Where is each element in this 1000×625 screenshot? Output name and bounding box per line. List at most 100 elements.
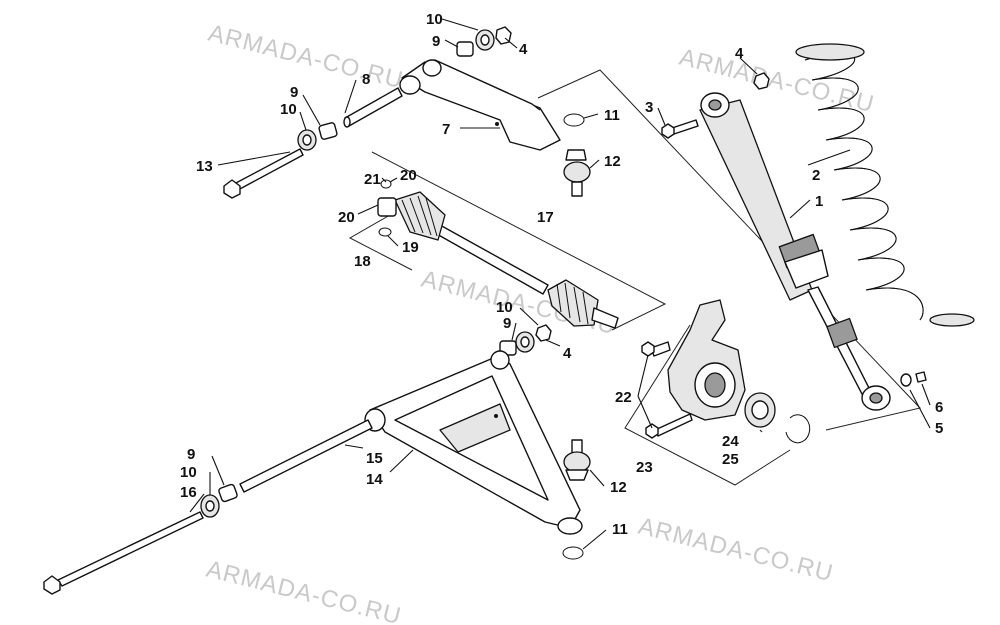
outer-cv-boot [547, 279, 599, 327]
callout-labels: 10 9 4 8 9 10 13 7 11 12 3 4 1 2 21 20 2… [180, 11, 943, 538]
callout-15: 15 [366, 450, 383, 467]
callout-8: 8 [362, 71, 370, 88]
callout-22: 22 [615, 389, 632, 406]
shock-bumper [826, 317, 858, 349]
shock-upper-eye-hole [708, 99, 722, 111]
watermark-bottom-left: ARMADA-CO.RU [204, 556, 405, 625]
upper-right-bushing-9 [456, 41, 474, 57]
shock-nut-4 [753, 72, 770, 90]
callout-16: 16 [180, 484, 197, 501]
lower-left-hardware [43, 483, 238, 595]
lower-ball-joint-body [563, 451, 591, 473]
upper-a-arm-body [401, 61, 561, 151]
knuckle-bolt-lower-head [645, 423, 659, 439]
wheel-bearing [744, 392, 811, 444]
bolt-16-head [43, 575, 61, 595]
upper-ball-joint-body [563, 161, 591, 183]
knuckle-bolt-upper-head [641, 341, 655, 357]
callout-12-bottom: 12 [610, 479, 627, 496]
boot-kit-frame [348, 214, 413, 271]
upper-a-arm-rear-bushing [422, 59, 442, 77]
callout-4-lower: 4 [563, 345, 572, 362]
bearing-24-inner [751, 400, 769, 420]
lower-a-arm-hole [494, 414, 498, 418]
lower-sleeve-tube [239, 419, 373, 493]
lower-a-arm [364, 350, 583, 535]
upper-right-hardware [456, 26, 512, 57]
callout-9-lower-right: 9 [503, 315, 511, 332]
callout-23: 23 [636, 459, 653, 476]
clip-19 [378, 227, 392, 237]
lower-circlip-11 [562, 546, 584, 560]
callout-10-lower-left: 10 [180, 464, 197, 481]
callout-1: 1 [815, 193, 823, 210]
lower-nut-4 [535, 324, 552, 342]
upper-sleeve-end [343, 116, 351, 128]
shock-assembly-frame [537, 69, 921, 431]
upper-left-hardware [297, 122, 338, 151]
callout-20-top: 20 [400, 167, 417, 184]
callout-9-top: 9 [432, 33, 440, 50]
upper-left-washer-hole [302, 134, 312, 146]
upper-sleeve-tube [344, 87, 403, 127]
bolt-13-shank [233, 148, 304, 191]
callout-10-top: 10 [426, 11, 443, 28]
upper-a-arm-hole [495, 122, 499, 126]
callout-11-bottom: 11 [612, 521, 628, 538]
callout-18: 18 [354, 253, 371, 270]
upper-right-washer-hole [480, 34, 490, 46]
lower-ball-joint-base [565, 469, 589, 481]
lower-a-arm-ball-socket [557, 517, 583, 535]
callout-2: 2 [812, 167, 820, 184]
upper-ball-joint-top [565, 149, 587, 161]
callout-17: 17 [537, 209, 554, 226]
bolt-13 [223, 148, 304, 199]
bolt-6 [915, 371, 927, 383]
callout-7: 7 [442, 121, 450, 138]
shock-spring [795, 43, 975, 327]
lower-left-washer-hole [205, 500, 215, 512]
spring-coils-highlight [804, 52, 924, 321]
upper-sleeve [343, 87, 403, 128]
callout-25: 25 [722, 451, 739, 468]
callout-9-upper-left: 9 [290, 84, 298, 101]
lower-right-washer-hole [520, 336, 530, 348]
inner-cv-boot [394, 191, 446, 241]
snap-ring-25 [785, 414, 811, 444]
callout-6: 6 [935, 399, 943, 416]
shock-hardware [661, 72, 927, 387]
bolt-3-shank [671, 119, 699, 135]
callout-4-shock: 4 [735, 45, 744, 62]
callout-13: 13 [196, 158, 213, 175]
callout-14: 14 [366, 471, 383, 488]
steering-knuckle [641, 299, 746, 439]
bolt-16-shank [57, 511, 204, 587]
knuckle-bore-inner [704, 372, 726, 398]
bolt-13-head [223, 179, 241, 199]
upper-left-bushing-9 [318, 122, 338, 140]
drive-shaft [377, 179, 619, 329]
upper-circlip-11 [563, 113, 585, 127]
callout-24: 24 [722, 433, 739, 450]
leader-lines [189, 18, 931, 550]
upper-a-arm-front-bushing [399, 75, 421, 95]
callout-20-mid: 20 [338, 209, 355, 226]
callout-19: 19 [402, 239, 419, 256]
callout-11-top: 11 [604, 107, 620, 124]
drive-shaft-frame [371, 151, 667, 331]
lower-a-arm-plate [439, 403, 511, 453]
callout-12-top: 12 [604, 153, 621, 170]
outer-cv-boot-ribs [556, 282, 589, 325]
lower-left-bushing-9 [218, 483, 238, 503]
watermark-top-left: ARMADA-CO.RU [206, 20, 407, 95]
knuckle-assembly-frame [624, 324, 791, 486]
bolt-3-head [661, 123, 675, 139]
inner-cv-spline [377, 197, 397, 217]
callout-10-lower-right: 10 [496, 299, 513, 316]
lower-a-arm-rear-bushing [490, 350, 510, 370]
knuckle-bolt-lower [654, 413, 693, 437]
lower-ball-joint [562, 439, 591, 560]
callout-10-upper-left: 10 [280, 101, 297, 118]
